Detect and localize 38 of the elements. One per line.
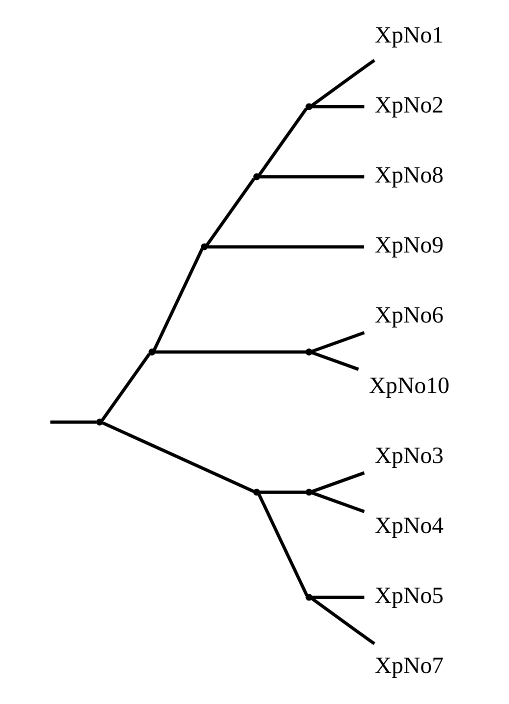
connector: [258, 108, 308, 176]
connector: [102, 421, 255, 493]
connector: [310, 58, 376, 107]
connector: [100, 353, 151, 422]
node-text: XpNo2: [374, 92, 444, 118]
node-text: XpNo1: [374, 22, 444, 48]
connector: [206, 178, 256, 246]
connector: [257, 493, 308, 596]
node-point: [253, 488, 260, 496]
connector: [50, 420, 96, 424]
connector: [152, 248, 204, 351]
node-point: [200, 243, 208, 250]
connector: [260, 490, 306, 494]
node-point: [306, 348, 312, 356]
node-text: XpNo9: [374, 232, 444, 259]
node-text: XpNo4: [374, 512, 444, 539]
connector: [311, 491, 365, 514]
connector: [311, 351, 360, 371]
node-text: XpNo6: [374, 302, 444, 329]
node-point: [148, 348, 156, 356]
connector: [310, 597, 376, 646]
connector: [311, 471, 365, 494]
node-text: XpNo8: [374, 162, 444, 188]
connector: [312, 596, 364, 599]
node-text: XpNo5: [374, 583, 444, 610]
connector: [312, 105, 364, 108]
connector: [311, 331, 365, 353]
connector: [260, 175, 364, 178]
node-point: [96, 418, 104, 426]
node-text: XpNo10: [368, 372, 450, 399]
node-point: [306, 488, 312, 496]
connector: [207, 245, 364, 248]
node-text: XpNo7: [374, 653, 444, 680]
node-text: XpNo3: [374, 442, 444, 469]
node-point: [253, 173, 260, 180]
node-point: [306, 103, 312, 110]
connector: [155, 350, 306, 354]
node-point: [306, 594, 312, 601]
